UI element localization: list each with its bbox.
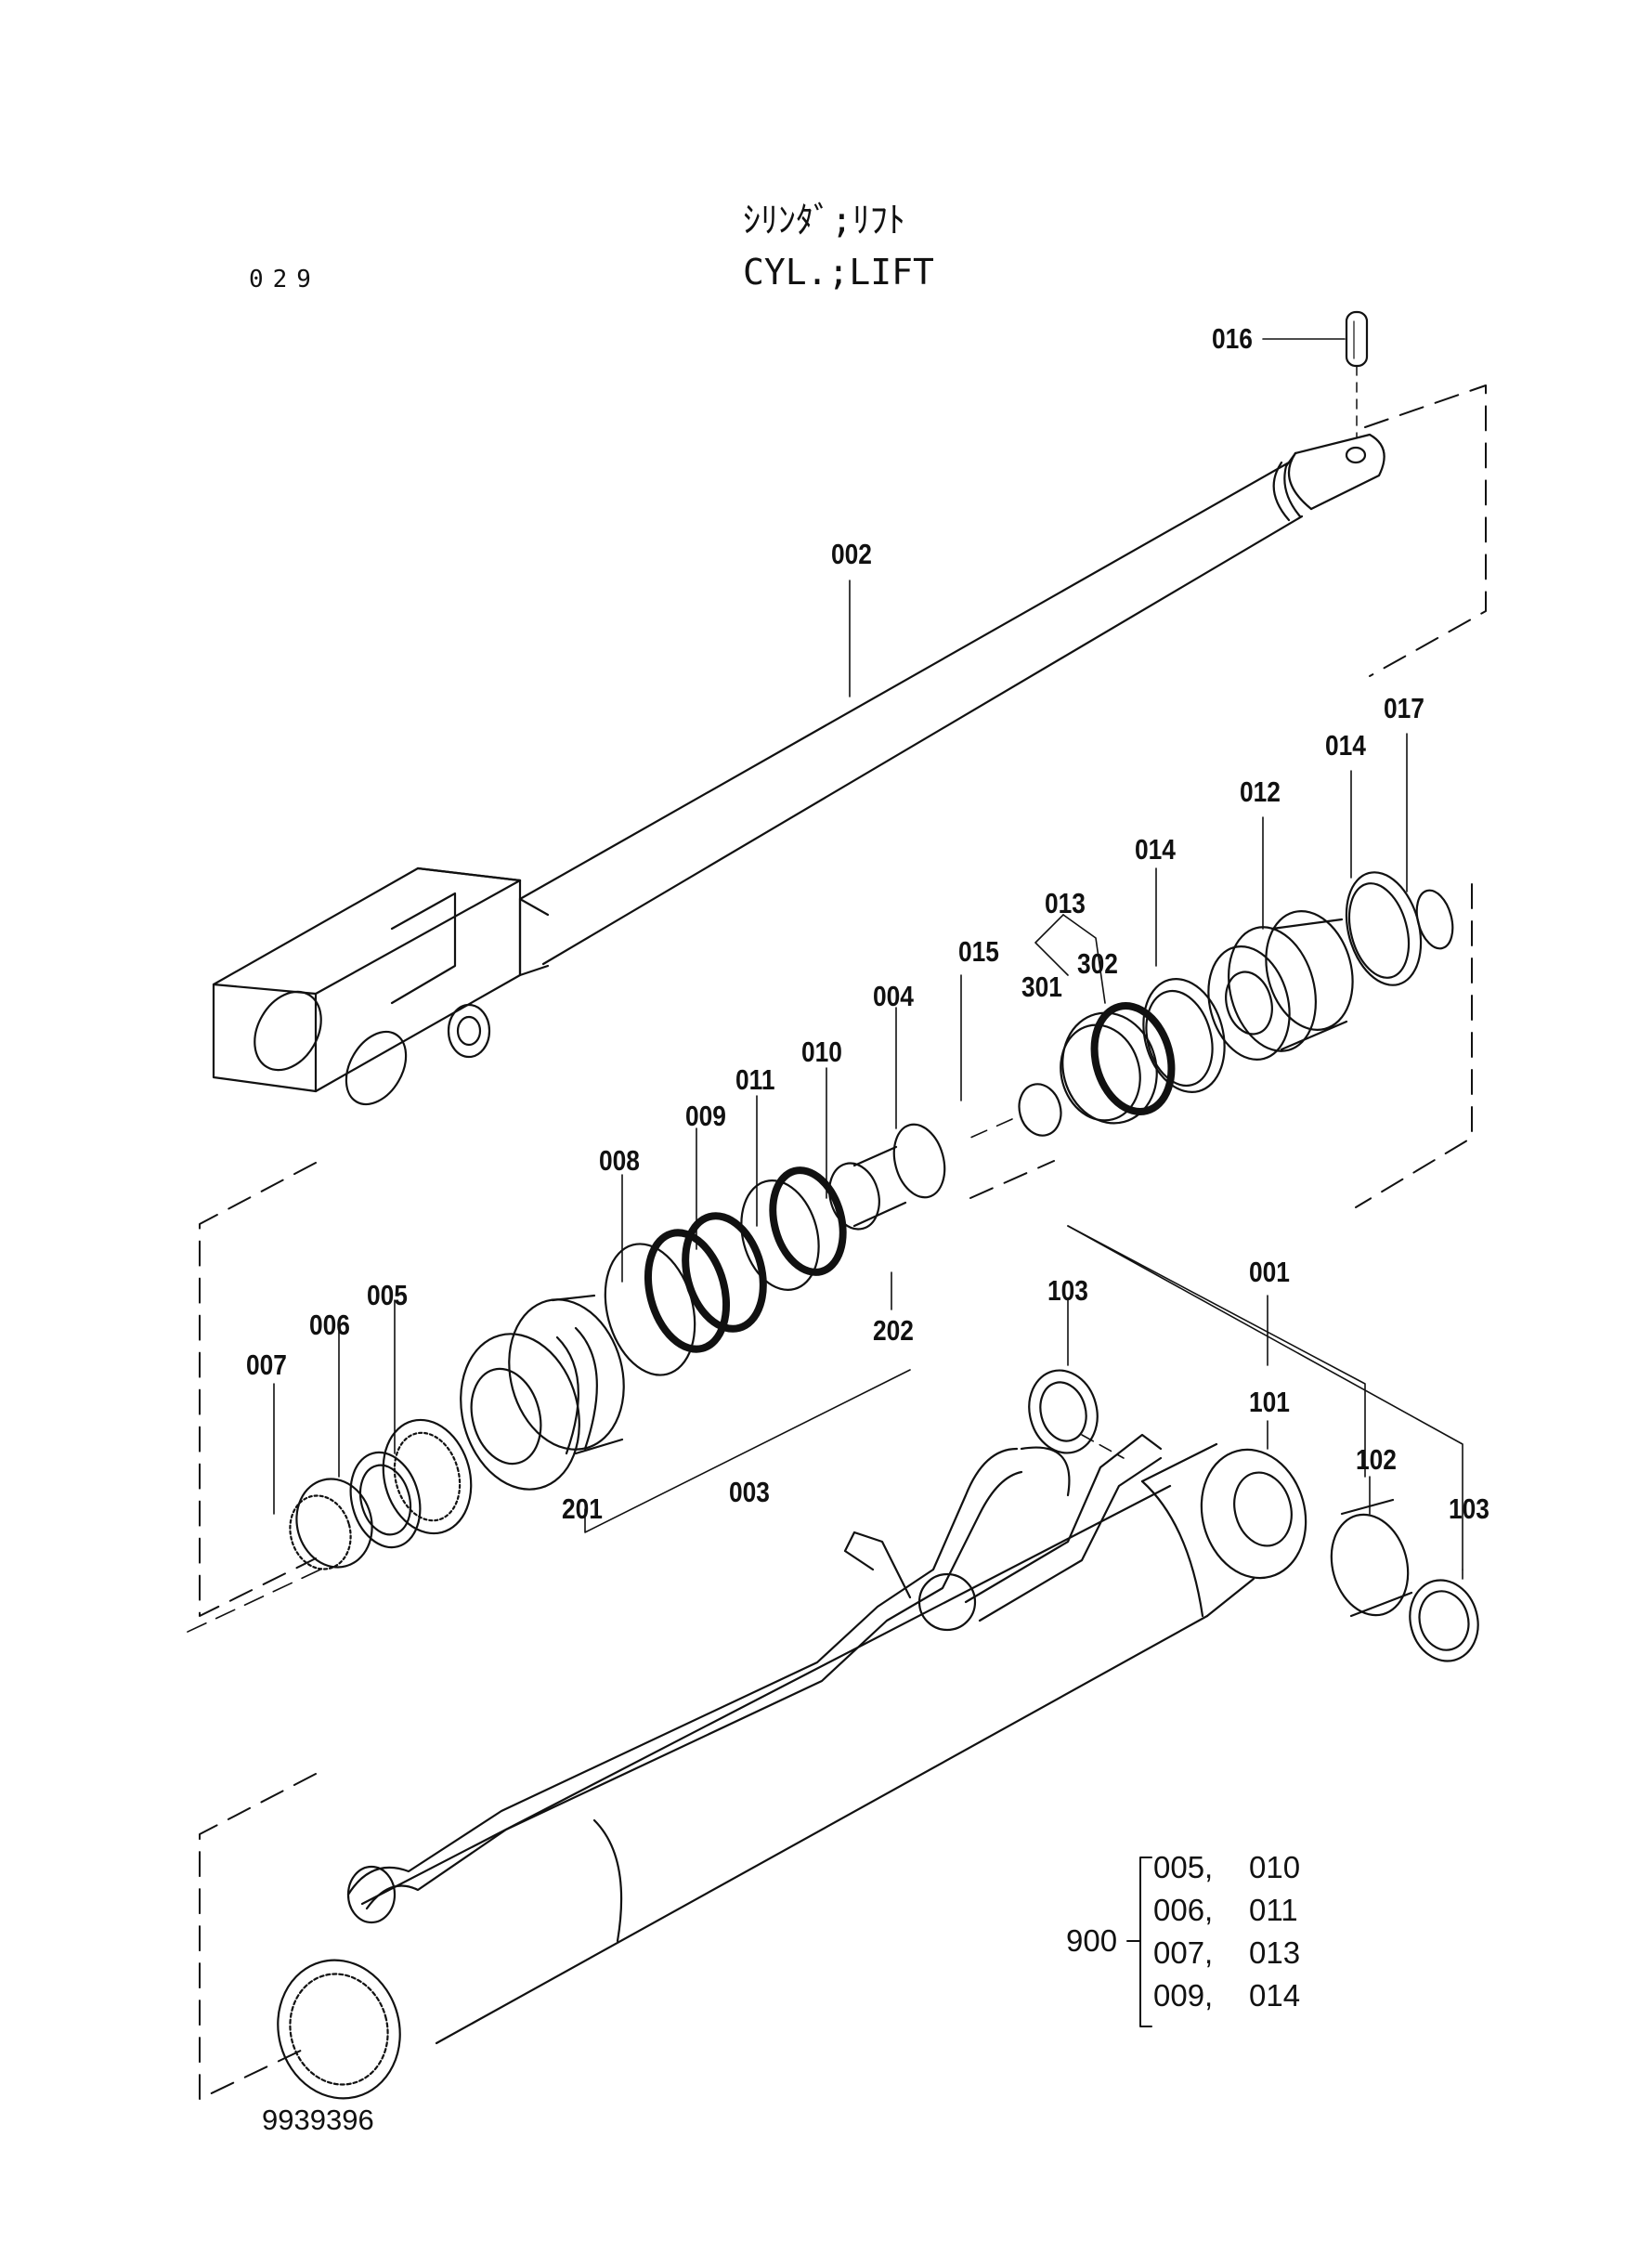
callout-014-a: 014 xyxy=(1325,729,1366,762)
kit-bracket xyxy=(1126,1857,1152,2027)
title-english: CYL.;LIFT xyxy=(743,252,934,293)
kit-item: 011 xyxy=(1249,1893,1298,1927)
bushing-parts-102-103 xyxy=(1028,1369,1479,1662)
callout-013: 013 xyxy=(1045,887,1086,919)
callout-103-b: 103 xyxy=(1449,1492,1489,1525)
callout-012: 012 xyxy=(1240,775,1281,808)
callout-001: 001 xyxy=(1249,1256,1290,1288)
piston-group xyxy=(604,1123,946,1376)
callout-004: 004 xyxy=(873,980,914,1012)
callout-015: 015 xyxy=(958,935,999,968)
callout-102: 102 xyxy=(1356,1443,1397,1476)
callout-003: 003 xyxy=(729,1476,770,1508)
leader-lines xyxy=(273,338,1463,1580)
callout-016: 016 xyxy=(1212,322,1253,355)
kit-item: 005, xyxy=(1153,1850,1214,1884)
kit-item: 013 xyxy=(1249,1935,1301,1970)
rod-end-seal-group xyxy=(1018,871,1454,1137)
piston-body-part-201 xyxy=(185,1294,625,1634)
callout-014-b: 014 xyxy=(1135,833,1176,866)
callout-010: 010 xyxy=(801,1036,842,1068)
callout-302: 302 xyxy=(1077,947,1118,980)
callout-006: 006 xyxy=(309,1309,350,1341)
callout-005: 005 xyxy=(367,1279,408,1311)
callout-101: 101 xyxy=(1249,1386,1290,1418)
drawing-number: 9939396 xyxy=(262,2104,374,2136)
callout-008: 008 xyxy=(599,1144,640,1177)
pin-part-016 xyxy=(1345,310,1369,437)
kit-item: 007, xyxy=(1153,1935,1214,1970)
page-code: 029 xyxy=(249,266,320,293)
kit-label: 900 xyxy=(1066,1923,1118,1958)
dashed-assembly-lines xyxy=(199,384,1487,2100)
callout-103-a: 103 xyxy=(1047,1274,1088,1307)
callout-202: 202 xyxy=(873,1314,914,1347)
callout-017: 017 xyxy=(1384,692,1424,724)
callout-009: 009 xyxy=(685,1100,726,1132)
callout-011: 011 xyxy=(735,1063,775,1096)
callout-301: 301 xyxy=(1021,971,1062,1003)
callout-201: 201 xyxy=(562,1492,603,1525)
kit-item: 010 xyxy=(1249,1850,1301,1884)
piston-rod-part-002 xyxy=(212,433,1385,1106)
kit-item: 009, xyxy=(1153,1978,1214,2013)
kit-item: 006, xyxy=(1153,1893,1214,1927)
kit-item: 014 xyxy=(1249,1978,1301,2013)
cylinder-tube-part-101 xyxy=(277,1433,1307,2100)
title-japanese: ｼﾘﾝﾀﾞ;ﾘﾌﾄ xyxy=(743,200,905,241)
callout-002: 002 xyxy=(831,538,872,570)
callout-007: 007 xyxy=(246,1348,287,1381)
